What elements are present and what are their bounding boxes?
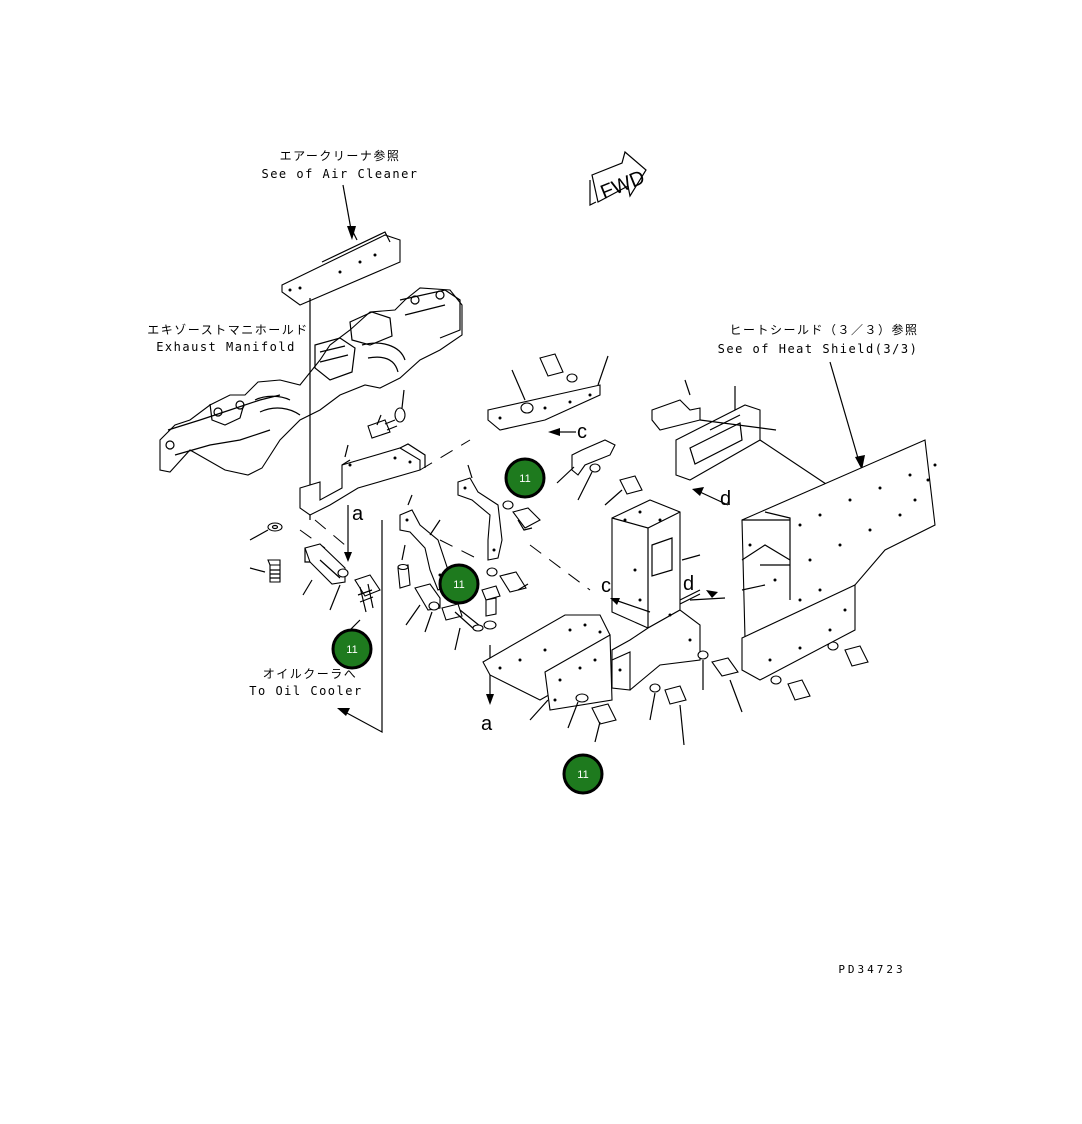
washer-bolt-lower <box>567 693 617 743</box>
bolt-upper-left <box>367 389 406 439</box>
oil-cooler-leader <box>344 520 383 734</box>
heat-shield-label-en: See of Heat Shield(3/3) <box>718 342 919 356</box>
exhaust-manifold <box>159 287 463 476</box>
marker-c-lower-arrow <box>614 599 651 613</box>
marker-c-lower: c <box>601 575 611 597</box>
callout-label: 11 <box>519 473 530 485</box>
main-support-bracket <box>299 443 426 516</box>
air-cleaner-arrowhead <box>347 226 356 240</box>
exhaust-manifold-label-jp: エキゾーストマニホールド <box>147 323 308 337</box>
air-cleaner-label-en: See of Air Cleaner <box>261 167 418 181</box>
oil-cooler-arrowhead <box>337 708 350 716</box>
fwd-arrow-icon: FWD <box>589 150 648 206</box>
dashed-line <box>439 539 481 561</box>
heat-shield-label-jp: ヒートシールド（３／３）参照 <box>729 322 918 337</box>
marker-d-upper: d <box>720 488 731 510</box>
marker-a-lower-arrowhead <box>486 694 494 705</box>
bolts-lower-right <box>649 641 869 746</box>
marker-d-lower: d <box>683 573 694 595</box>
heat-shield-leader <box>829 361 861 466</box>
washer-and-bolt-left <box>249 522 283 583</box>
exhaust-manifold-label-en: Exhaust Manifold <box>156 340 296 354</box>
dashed-line <box>529 544 591 591</box>
callout-11: 11 <box>438 563 480 605</box>
vertical-bolt <box>481 567 529 630</box>
bolt-near-callout-top <box>512 507 541 531</box>
marker-a-lower: a <box>481 713 493 735</box>
callout-label: 11 <box>577 769 588 781</box>
marker-d-upper-arrow <box>699 491 729 506</box>
marker-c-lower-arrowhead <box>610 598 620 605</box>
s-bracket-right <box>457 464 514 561</box>
clip-bracket-left <box>302 543 349 611</box>
callout-label: 11 <box>346 644 357 656</box>
upper-angle-bracket <box>487 353 609 431</box>
bolt-lower-middle <box>441 603 484 651</box>
clip-bracket-lower <box>405 583 441 633</box>
oil-cooler-label-jp: オイルクーラへ <box>263 667 358 681</box>
marker-d-lower-arrow <box>689 597 726 601</box>
pin-sleeve <box>397 544 411 589</box>
marker-d-upper-arrowhead <box>692 487 704 496</box>
callout-11: 11 <box>331 628 373 670</box>
tall-vertical-bracket <box>611 499 701 691</box>
marker-a-upper: a <box>352 503 364 525</box>
heat-shield-arrowhead <box>855 455 865 470</box>
marker-d-lower-arrowhead <box>706 590 718 598</box>
marker-a-upper-arrowhead <box>344 552 352 562</box>
callout-11: 11 <box>562 753 604 795</box>
lower-mounting-plate <box>482 614 613 721</box>
marker-c-upper-arrowhead <box>548 428 560 436</box>
oil-cooler-label-en: To Oil Cooler <box>249 684 362 698</box>
marker-c-upper: c <box>577 421 587 443</box>
dashed-line <box>419 439 471 471</box>
callout-label: 11 <box>453 579 464 591</box>
clip-bracket-right <box>556 439 643 506</box>
fwd-label: FWD <box>598 166 648 203</box>
air-cleaner-label-jp: エアークリーナ参照 <box>280 148 401 163</box>
bolt-left-callout <box>349 574 381 631</box>
heat-shield-mount-frame <box>651 379 881 521</box>
callout-11: 11 <box>504 457 546 499</box>
drawing-code: PD34723 <box>838 963 905 976</box>
dashed-line <box>314 519 346 546</box>
air-cleaner-bracket <box>281 229 401 306</box>
heat-shield-panel <box>741 439 937 681</box>
